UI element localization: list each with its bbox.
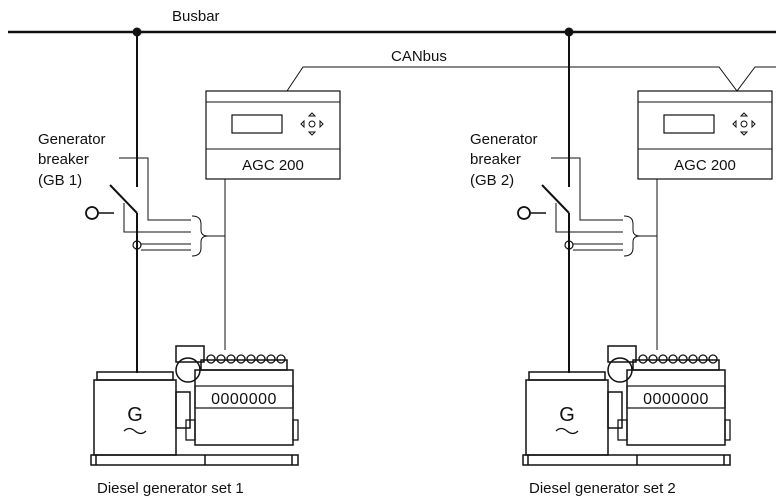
genset-1-label: Diesel generator set 1 [97, 480, 244, 497]
generator-2: G [525, 371, 623, 456]
svg-text:Generator: Generator [470, 131, 538, 148]
genset-1-group: Generator breaker (GB 1) AGC 200 [38, 27, 341, 497]
engine-display-1: 0000000 [211, 391, 277, 408]
svg-text:breaker: breaker [38, 151, 89, 168]
generator-1: G [93, 371, 191, 456]
agc-controller-2: AGC 200 [637, 90, 773, 180]
svg-text:(GB 2): (GB 2) [470, 172, 514, 189]
genset-2-label: Diesel generator set 2 [529, 480, 676, 497]
svg-text:AGC 200: AGC 200 [242, 157, 304, 174]
engine-2: 0000000 [607, 345, 731, 446]
breaker-1-label: Generator breaker (GB 1) [38, 131, 106, 189]
engine-1: 0000000 [175, 345, 299, 446]
svg-text:Generator: Generator [38, 131, 106, 148]
svg-text:breaker: breaker [470, 151, 521, 168]
nav-keys-icon [300, 112, 324, 136]
generator-breaker-2 [517, 157, 657, 257]
generator-breaker-1 [85, 157, 225, 257]
svg-text:AGC 200: AGC 200 [674, 157, 736, 174]
controller-display-2 [663, 114, 715, 134]
agc-controller-1: AGC 200 [205, 90, 341, 180]
skid-base-2 [522, 454, 731, 466]
controller-display-1 [231, 114, 283, 134]
canbus-line [286, 66, 776, 92]
canbus-label: CANbus [391, 48, 447, 65]
engine-display-2: 0000000 [643, 391, 709, 408]
genset-2-group: Generator breaker (GB 2) AGC 200 G [470, 27, 773, 497]
skid-base-1 [90, 454, 299, 466]
busbar-label: Busbar [172, 8, 220, 25]
generator-symbol-1: G [127, 404, 143, 426]
nav-keys-icon [732, 112, 756, 136]
breaker-2-label: Generator breaker (GB 2) [470, 131, 538, 189]
generator-symbol-2: G [559, 404, 575, 426]
svg-text:(GB 1): (GB 1) [38, 172, 82, 189]
